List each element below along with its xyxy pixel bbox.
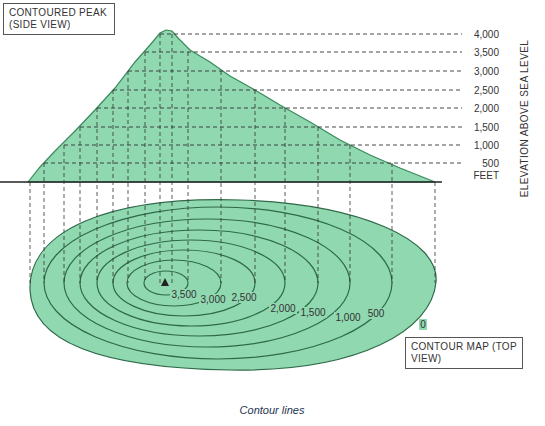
elevation-value: 3,000 (473, 66, 500, 77)
contour-value: 500 (367, 308, 386, 319)
view-label: CONTOURED PEAK (SIDE VIEW) (9, 7, 109, 31)
contour-value: 3,500 (170, 289, 197, 300)
contour-value: 1,000 (334, 312, 361, 323)
elevation-value: 3,500 (473, 47, 500, 58)
contour-value: 2,000 (269, 303, 296, 314)
elevation-value: 500 (481, 158, 500, 169)
axis-title: ELEVATION ABOVE SEA LEVEL (519, 38, 530, 197)
elevation-value: 1,000 (473, 140, 500, 151)
contour-value: 0 (419, 319, 427, 330)
view-label: CONTOUR MAP (TOP VIEW) (411, 341, 517, 365)
figure-caption: Contour lines (240, 404, 305, 416)
contour-map (30, 200, 436, 370)
unit-label: FEET (472, 170, 500, 181)
elevation-value: 4,000 (473, 29, 500, 40)
elevation-value: 2,000 (473, 103, 500, 114)
view-label-box: CONTOUR MAP (TOP VIEW) (405, 337, 523, 369)
view-label-box: CONTOURED PEAK (SIDE VIEW) (3, 3, 115, 35)
contour-value: 2,500 (230, 292, 257, 303)
mountain-profile (28, 30, 435, 182)
contour-value: 1,500 (299, 307, 326, 318)
elevation-value: 1,500 (473, 122, 500, 133)
elevation-value: 2,500 (473, 85, 500, 96)
contour-value: 3,000 (199, 294, 226, 305)
